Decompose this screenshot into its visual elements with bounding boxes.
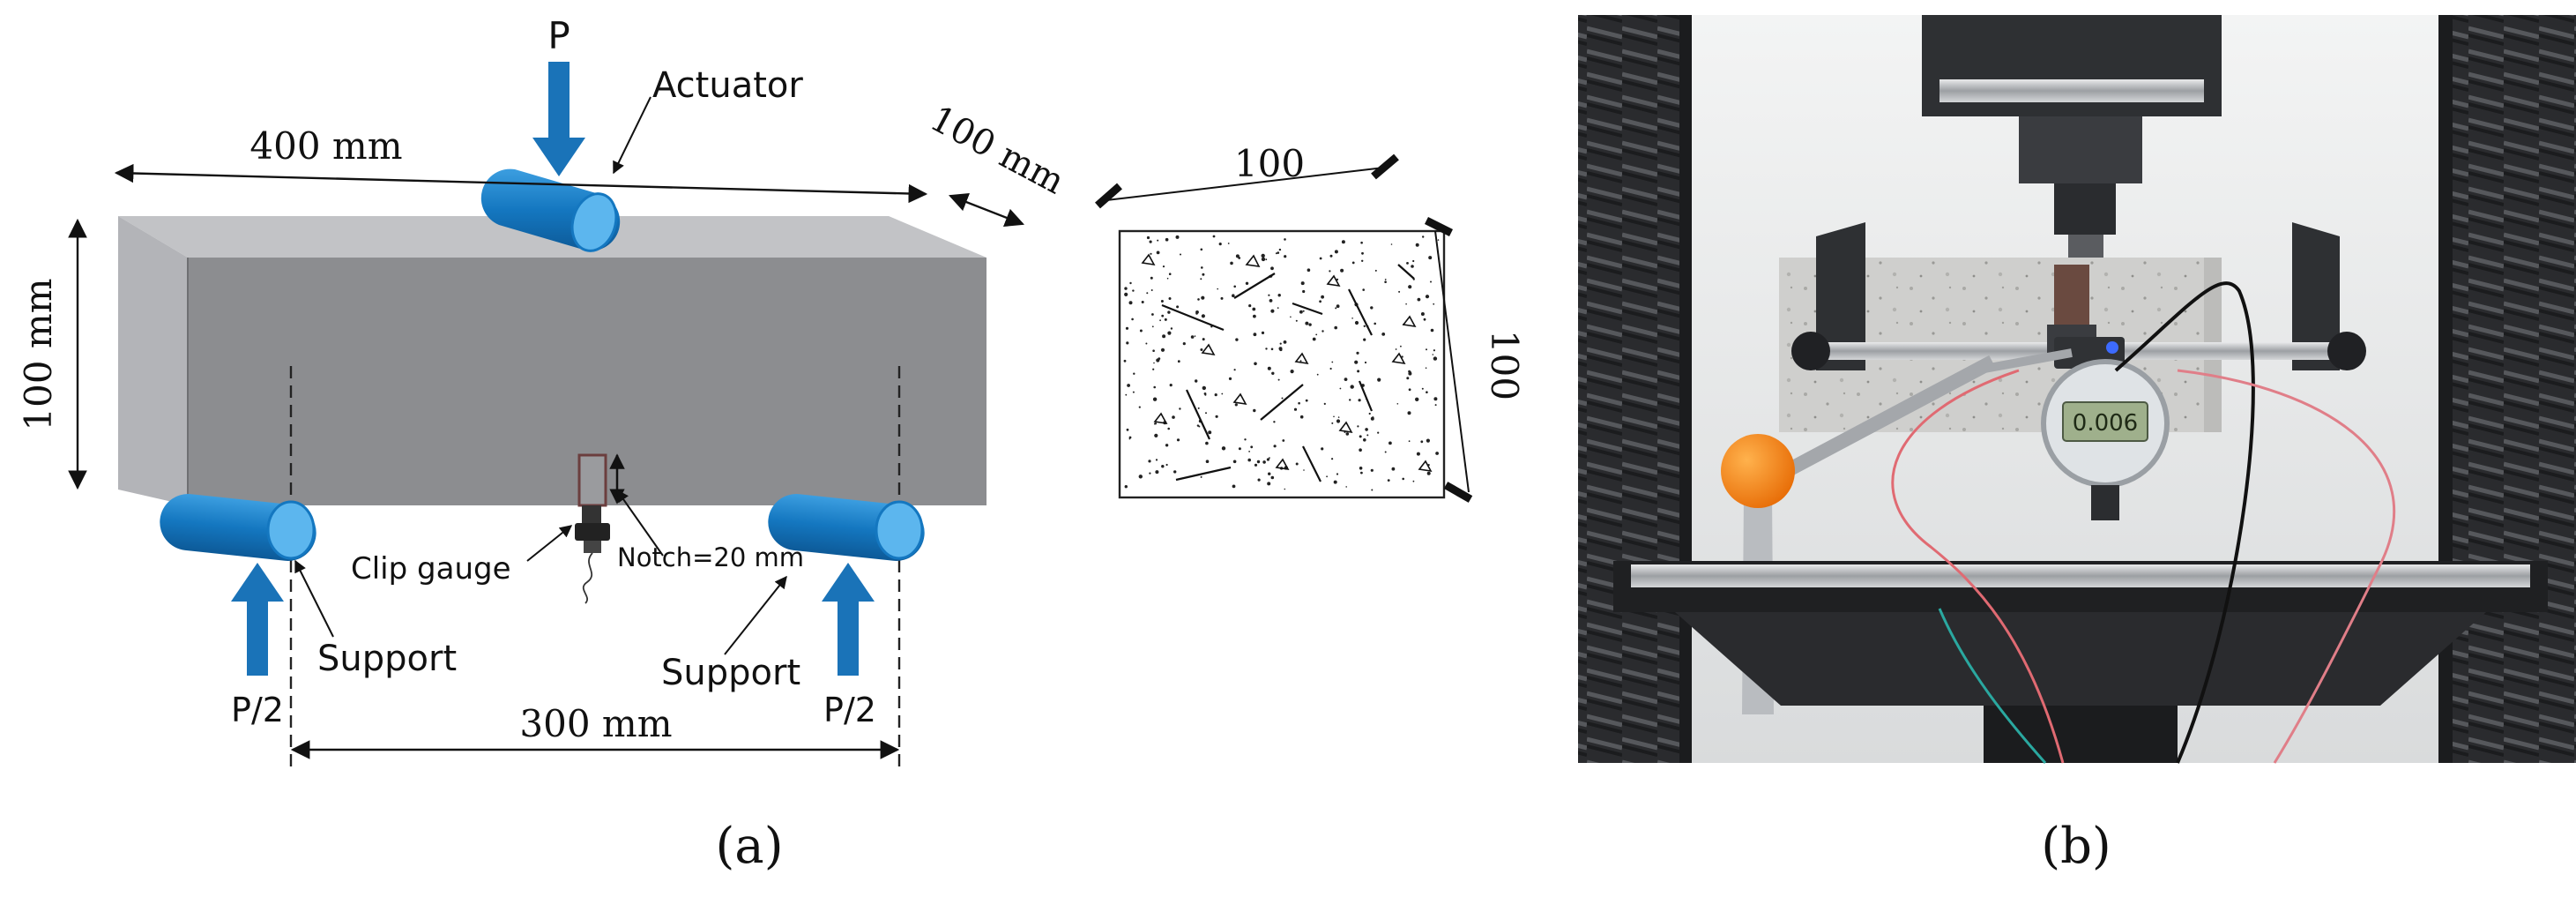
clip-gauge-label: Clip gauge [351,551,511,587]
frame-louver-right [2451,15,2576,763]
notch-label: Notch=20 mm [617,542,804,572]
panel-b-photo: 0.006 (b) [1578,15,2576,875]
caption-b: (b) [2041,818,2111,875]
section-aggregate [1123,235,1440,491]
reaction-right-label: P/2 [823,691,876,729]
width-label: 100 mm [923,99,1070,203]
magnetic-base-knob [1721,434,1795,508]
load-label: P [547,14,570,57]
frame-louver-left [1578,15,1684,763]
height-label: 100 mm [17,278,60,430]
dim-length-line [114,163,928,204]
support-roller-right [768,494,925,561]
support-left-label: Support [317,639,457,679]
beam-end-face [118,216,188,505]
dial-gauge: 0.006 [2041,359,2170,520]
dim-width-line [948,193,1025,227]
actuator-label: Actuator [652,65,803,106]
reaction-arrow-right-icon [822,563,875,676]
gauge-reading: 0.006 [2073,410,2138,437]
length-label: 400 mm [249,124,402,168]
notch [577,453,607,507]
span-label: 300 mm [519,702,672,745]
reaction-arrow-left-icon [231,563,284,676]
section-top-label: 100 [1234,142,1305,185]
reaction-left-label: P/2 [231,691,284,729]
clip-gauge-icon [575,505,610,604]
panel-a-schematic: P Actuator 400 mm 100 mm 100 mm Clip gau… [17,14,1526,875]
support-right-label: Support [661,653,800,693]
support-roller-left [160,494,316,561]
load-arrow-icon [532,62,585,176]
cross-section [1095,153,1473,503]
section-side-label: 100 [1483,330,1526,400]
caption-a: (a) [715,818,783,875]
